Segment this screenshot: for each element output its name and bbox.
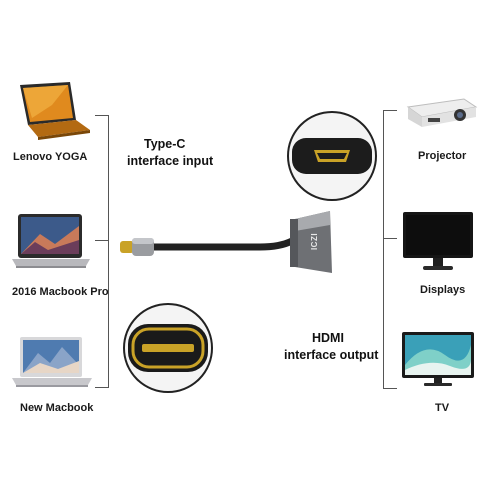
hdmi-port-icon	[287, 111, 377, 201]
output-label-projector: Projector	[418, 150, 467, 162]
type-c-input-label-line2: interface input	[127, 154, 214, 168]
source-lenovo-yoga	[12, 80, 92, 140]
macbook-pro-laptop-icon	[12, 214, 90, 268]
type-c-connector-icon	[123, 303, 213, 393]
source-macbook-pro	[10, 212, 94, 272]
right-bracket-bottom	[383, 388, 397, 389]
output-label-tv: TV	[435, 402, 450, 414]
hdmi-port-closeup	[286, 110, 378, 202]
hdmi-output-label: HDMI interface output	[284, 330, 378, 364]
source-new-macbook	[10, 335, 94, 391]
usb-c-to-hdmi-adapter: ICZI	[110, 205, 335, 280]
source-label-macbook-pro: 2016 Macbook Pro	[12, 286, 109, 298]
left-bracket-top	[95, 115, 109, 116]
output-displays	[401, 210, 477, 272]
type-c-input-label-line1: Type-C	[144, 137, 186, 151]
hdmi-output-label-line1: HDMI	[312, 331, 344, 345]
lenovo-yoga-laptop-icon	[20, 82, 90, 140]
adapter-brand-logo: ICZI	[310, 232, 320, 251]
output-label-displays: Displays	[420, 284, 466, 296]
left-bracket-bottom	[95, 387, 109, 388]
hdmi-output-label-line2: interface output	[284, 348, 379, 362]
left-bracket-vertical	[108, 115, 109, 388]
type-c-input-label: Type-C interface input	[127, 136, 213, 170]
right-bracket-top	[383, 110, 397, 111]
output-projector	[404, 93, 480, 133]
source-label-new-macbook: New Macbook	[20, 402, 94, 414]
output-tv	[400, 330, 480, 392]
type-c-port-closeup	[122, 302, 214, 394]
left-bracket-middle	[95, 240, 109, 241]
monitor-icon	[403, 212, 473, 270]
right-bracket-middle	[383, 238, 397, 239]
projector-icon	[406, 98, 478, 127]
macbook-laptop-icon	[12, 337, 92, 387]
adapter-cable-graphic	[120, 211, 332, 273]
right-bracket-vertical	[383, 110, 384, 389]
source-label-lenovo-yoga: Lenovo YOGA	[13, 151, 88, 163]
tv-icon	[402, 332, 474, 386]
